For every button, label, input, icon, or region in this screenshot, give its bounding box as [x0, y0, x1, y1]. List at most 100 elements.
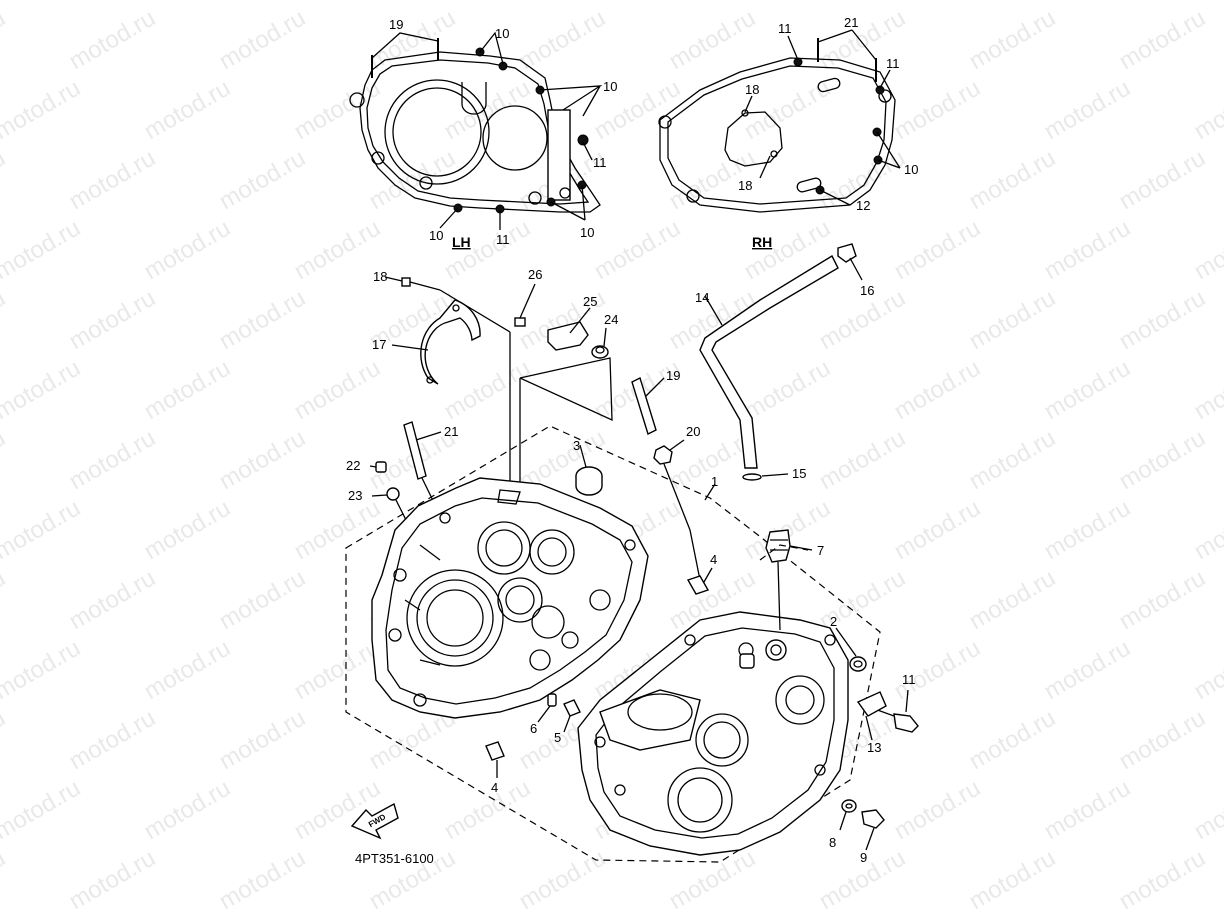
watermark-text: motod.ru: [965, 284, 1061, 355]
watermark-text: motod.ru: [890, 214, 986, 285]
callout-lh-10b: 10: [603, 79, 617, 94]
callout-1: 1: [711, 474, 718, 489]
callout-4a: 4: [710, 552, 717, 567]
callout-22: 22: [346, 458, 360, 473]
watermark-text: motod.ru: [0, 0, 85, 5]
watermark-text: motod.ru: [65, 844, 161, 915]
dowel-5: [563, 699, 581, 733]
watermark-text: motod.ru: [290, 74, 386, 145]
watermark-text: motod.ru: [815, 564, 911, 635]
oil-filler-plug-7: [759, 529, 813, 631]
watermark-text: motod.ru: [665, 844, 761, 915]
watermark-text: motod.ru: [890, 354, 986, 425]
watermark-text: motod.ru: [1040, 634, 1136, 705]
watermark-text: motod.ru: [0, 704, 10, 775]
crankcase-left-half: [371, 477, 649, 719]
callout-7: 7: [817, 543, 824, 558]
watermark-text: motod.ru: [1115, 144, 1211, 215]
watermark-text: motod.ru: [65, 564, 161, 635]
callout-rh-11b: 11: [886, 56, 900, 71]
leader-2: [835, 627, 857, 657]
watermark-text: motod.ru: [1040, 0, 1136, 5]
watermark-text: motod.ru: [1115, 844, 1211, 915]
dowel-pin-4-lower: [485, 741, 505, 778]
watermark-text: motod.ru: [215, 424, 311, 495]
watermark-text: motod.ru: [290, 634, 386, 705]
callout-13: 13: [867, 740, 881, 755]
hose-clip-16: [837, 243, 863, 281]
watermark-text: motod.ru: [1190, 634, 1224, 705]
callout-26: 26: [528, 267, 542, 282]
drain-bolt-9: [861, 809, 885, 851]
dowel-22: [369, 461, 387, 473]
lh-crankcase-gasket: [349, 31, 603, 230]
callout-rh-11a: 11: [778, 21, 792, 36]
callout-rh-21: 21: [844, 15, 858, 30]
callout-5: 5: [554, 730, 561, 745]
watermark-text: motod.ru: [0, 424, 10, 495]
watermark-text: motod.ru: [890, 494, 986, 565]
watermark-text: motod.ru: [890, 0, 986, 5]
callout-6: 6: [530, 721, 537, 736]
watermark-text: motod.ru: [0, 214, 85, 285]
watermark-text: motod.ru: [1040, 214, 1136, 285]
cable-guide-13: [856, 691, 887, 741]
callout-3: 3: [573, 438, 580, 453]
watermark-text: motod.ru: [1115, 4, 1211, 75]
gasket-plate-outline: [519, 357, 613, 422]
breather-hose-14: [699, 255, 839, 469]
watermark-text: motod.ru: [740, 0, 836, 5]
callout-16: 16: [860, 283, 874, 298]
forward-direction-marker: FWD: [350, 802, 399, 840]
callout-9: 9: [860, 850, 867, 865]
crankcase-assembly-outline: [345, 425, 881, 863]
watermark-text: motod.ru: [1115, 564, 1211, 635]
callout-24: 24: [604, 312, 618, 327]
bolt-11: [871, 689, 919, 733]
callout-lh-10c: 10: [429, 228, 443, 243]
watermark-text: motod.ru: [965, 564, 1061, 635]
watermark-text: motod.ru: [440, 774, 536, 845]
watermark-text: motod.ru: [890, 774, 986, 845]
watermark-text: motod.ru: [1040, 74, 1136, 145]
watermark-text: motod.ru: [215, 4, 311, 75]
crankcase-right-half: [577, 611, 867, 856]
oil-seal-retainer-17: [391, 289, 511, 500]
dowel-6: [537, 693, 557, 723]
watermark-text: motod.ru: [965, 144, 1061, 215]
watermark-text: motod.ru: [1190, 74, 1224, 145]
watermark-text: motod.ru: [290, 214, 386, 285]
watermark-text: motod.ru: [140, 774, 236, 845]
watermark-text: motod.ru: [0, 564, 10, 635]
rh-side-label: RH: [752, 234, 772, 250]
watermark-text: motod.ru: [1115, 424, 1211, 495]
dowel-pin-4-upper: [686, 567, 713, 595]
callout-rh-18b: 18: [738, 178, 752, 193]
callout-lh-11b: 11: [496, 232, 510, 247]
watermark-text: motod.ru: [0, 354, 85, 425]
watermark-text: motod.ru: [0, 144, 10, 215]
watermark-text: motod.ru: [215, 284, 311, 355]
watermark-text: motod.ru: [1040, 774, 1136, 845]
bearing-3: [575, 444, 603, 496]
diagram-code: 4PT351-6100: [355, 851, 434, 866]
watermark-text: motod.ru: [0, 774, 85, 845]
watermark-text: motod.ru: [1190, 494, 1224, 565]
watermark-text: motod.ru: [1040, 354, 1136, 425]
watermark-text: motod.ru: [1190, 354, 1224, 425]
callout-rh-10: 10: [904, 162, 918, 177]
callout-23: 23: [348, 488, 362, 503]
callout-20: 20: [686, 424, 700, 439]
watermark-text: motod.ru: [965, 4, 1061, 75]
watermark-text: motod.ru: [140, 354, 236, 425]
callout-lh-10a: 10: [495, 26, 509, 41]
grommet-24: [591, 327, 609, 359]
watermark-text: motod.ru: [665, 4, 761, 75]
stud-bolt-19: [631, 377, 665, 435]
callout-4b: 4: [491, 780, 498, 795]
watermark-text: motod.ru: [140, 74, 236, 145]
watermark-text: motod.ru: [215, 844, 311, 915]
watermark-text: motod.ru: [0, 284, 10, 355]
watermark-text: motod.ru: [65, 144, 161, 215]
